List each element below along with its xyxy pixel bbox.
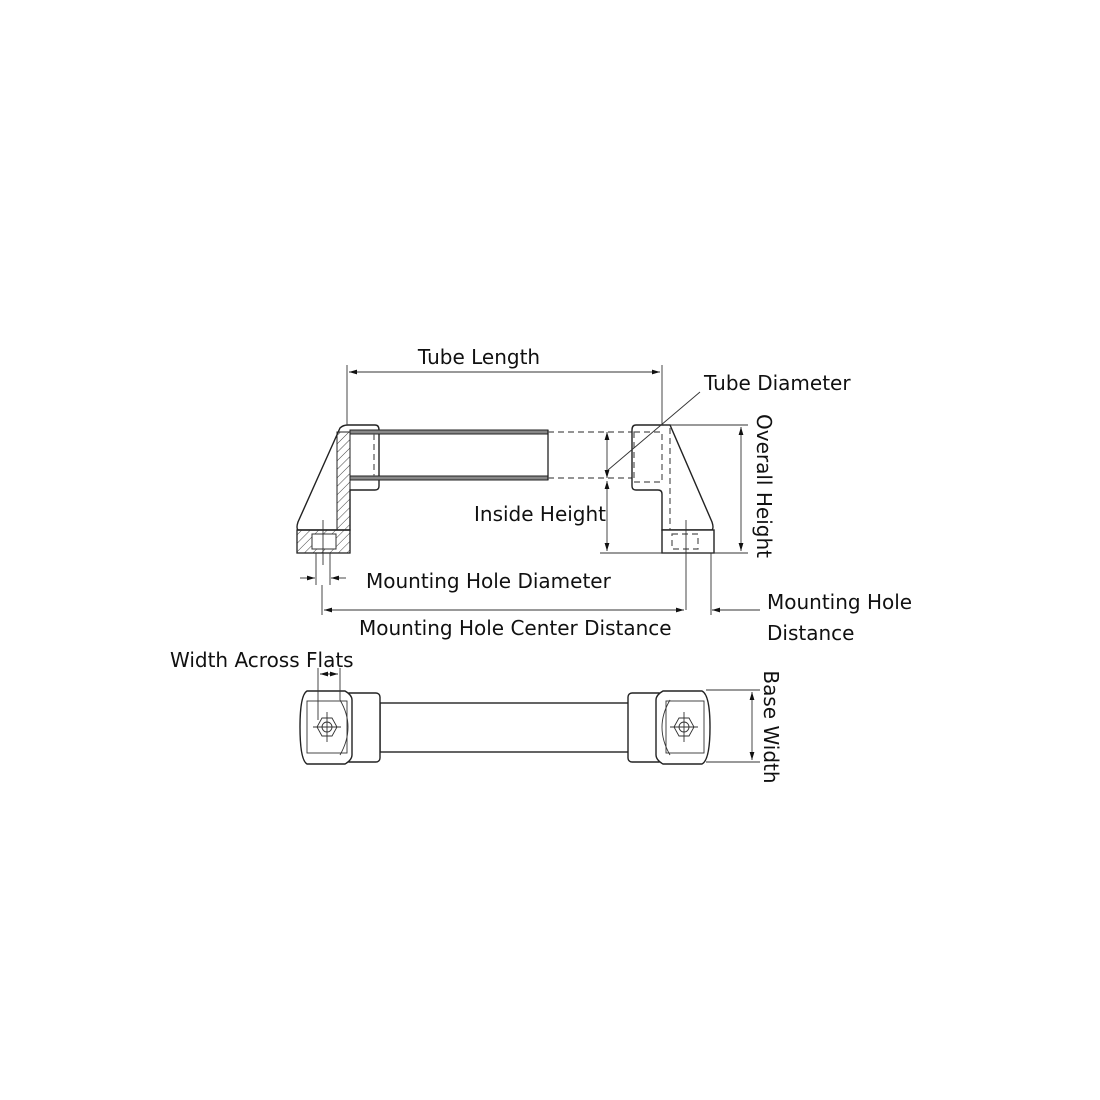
mounting-hole-distance-label-line2: Distance xyxy=(767,621,854,645)
overall-height-label: Overall Height xyxy=(752,414,776,558)
tube-diameter-label: Tube Diameter xyxy=(703,371,851,395)
mounting-hole-distance-dimension: Mounting Hole Distance xyxy=(710,553,912,645)
tube-top-wall xyxy=(349,429,549,435)
mounting-hole-center-distance-label: Mounting Hole Center Distance xyxy=(359,616,672,640)
right-bracket xyxy=(631,424,714,531)
width-across-flats-label: Width Across Flats xyxy=(170,648,354,672)
top-view xyxy=(299,690,711,765)
left-bracket-section xyxy=(336,431,351,531)
left-end-block xyxy=(299,690,353,765)
base-width-dimension: Base Width xyxy=(706,670,783,784)
tube-diameter-dimension: Tube Diameter xyxy=(604,371,851,478)
inside-height-dimension: Inside Height xyxy=(474,481,748,554)
mounting-hole-diameter-label: Mounting Hole Diameter xyxy=(366,569,612,593)
mounting-hole-center-distance-dimension: Mounting Hole Center Distance xyxy=(321,585,684,640)
inside-height-label: Inside Height xyxy=(474,502,606,526)
mounting-hole-distance-label-line1: Mounting Hole xyxy=(767,590,912,614)
tube-bottom-wall xyxy=(349,475,549,481)
right-end-block xyxy=(655,690,711,765)
overall-height-dimension: Overall Height xyxy=(664,414,776,558)
tube-length-dimension: Tube Length xyxy=(346,345,663,425)
base-width-label: Base Width xyxy=(759,670,783,783)
side-view xyxy=(296,424,715,610)
width-across-flats-dimension: Width Across Flats xyxy=(170,648,354,720)
mounting-hole-diameter-dimension: Mounting Hole Diameter xyxy=(300,553,612,593)
top-tube xyxy=(379,702,631,753)
tube-length-label: Tube Length xyxy=(417,345,540,369)
